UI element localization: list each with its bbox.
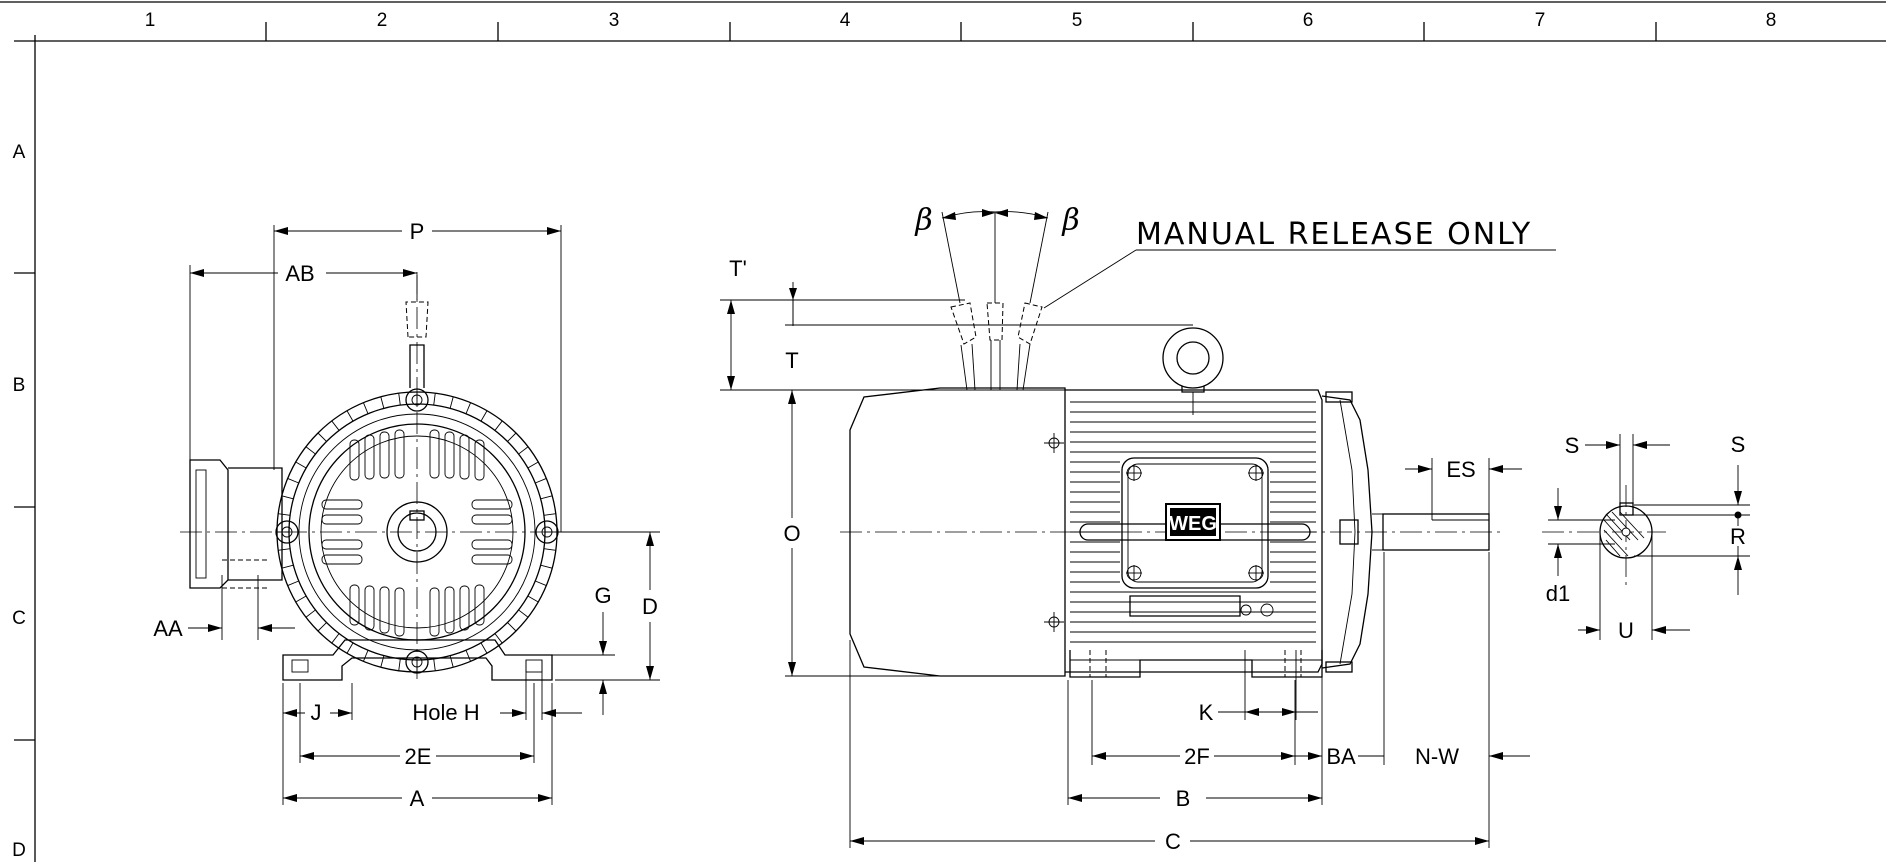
dim-nw-label: N-W bbox=[1415, 744, 1459, 769]
dim-hole-h-label: Hole H bbox=[412, 700, 479, 725]
manual-release-label: MANUAL RELEASE ONLY bbox=[1136, 217, 1532, 252]
dim-t-label: T bbox=[785, 348, 798, 373]
dim-es-label: ES bbox=[1446, 457, 1475, 482]
dim-s-left-label: S bbox=[1565, 433, 1580, 458]
shaft-section-view: S S R d1 U bbox=[1542, 432, 1750, 643]
front-view-dimensions: P AB AA D G J Ho bbox=[153, 219, 660, 811]
dim-c-label: C bbox=[1165, 829, 1181, 854]
column-label-5: 5 bbox=[1072, 10, 1083, 31]
row-label-b: B bbox=[13, 375, 26, 396]
dim-g-label: G bbox=[594, 583, 611, 608]
row-label-d: D bbox=[12, 840, 26, 861]
beta-right-label: β bbox=[1061, 203, 1079, 238]
front-view bbox=[180, 272, 580, 681]
dim-p-label: P bbox=[410, 219, 425, 244]
dim-d1-label: d1 bbox=[1546, 581, 1570, 606]
dim-k-label: K bbox=[1199, 700, 1214, 725]
column-label-2: 2 bbox=[377, 10, 388, 31]
dim-aa-label: AA bbox=[153, 616, 183, 641]
side-view-dimensions: T' T O K 2F BA N-W bbox=[720, 256, 1530, 854]
dim-r-label: R bbox=[1730, 524, 1746, 549]
dim-b-label: B bbox=[1176, 786, 1191, 811]
column-label-1: 1 bbox=[145, 10, 156, 31]
beta-left-label: β bbox=[914, 203, 932, 238]
column-label-4: 4 bbox=[840, 10, 851, 31]
column-label-3: 3 bbox=[609, 10, 620, 31]
dim-2e-label: 2E bbox=[405, 744, 432, 769]
dim-2f-label: 2F bbox=[1184, 744, 1210, 769]
dim-ab-label: AB bbox=[285, 261, 314, 286]
column-label-6: 6 bbox=[1303, 10, 1314, 31]
row-label-c: C bbox=[12, 608, 26, 629]
dim-t-prime-label: T' bbox=[729, 256, 747, 281]
column-labels: 1 2 3 4 5 6 7 8 bbox=[145, 10, 1777, 31]
column-label-7: 7 bbox=[1535, 10, 1546, 31]
dim-ba-label: BA bbox=[1326, 744, 1356, 769]
dim-s-right-label: S bbox=[1731, 432, 1746, 457]
dim-d-label: D bbox=[642, 594, 658, 619]
side-view: WEG bbox=[840, 203, 1556, 678]
dim-j-label: J bbox=[311, 700, 322, 725]
logo-text: WEG bbox=[1169, 513, 1217, 535]
row-labels: A B C D bbox=[12, 142, 26, 861]
dim-o-label: O bbox=[783, 521, 800, 546]
row-label-a: A bbox=[13, 142, 26, 163]
dim-u-label: U bbox=[1618, 618, 1634, 643]
dim-a-label: A bbox=[410, 786, 425, 811]
column-label-8: 8 bbox=[1766, 10, 1777, 31]
weg-logo: WEG bbox=[1165, 503, 1221, 541]
